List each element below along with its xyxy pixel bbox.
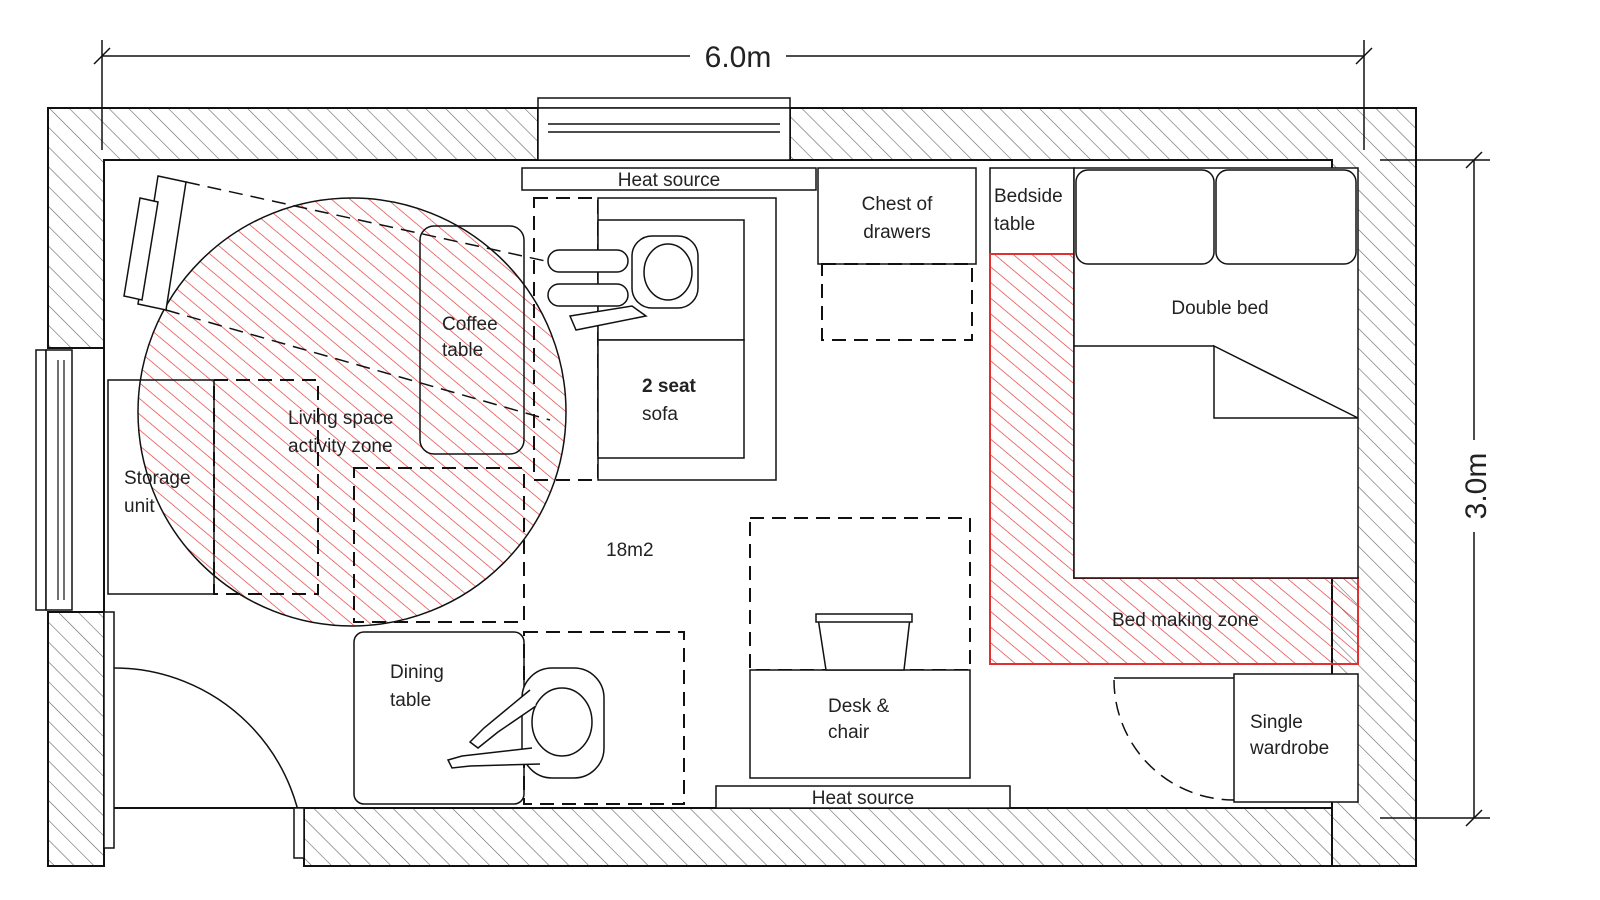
living-zone-circle [137, 197, 567, 627]
svg-text:unit: unit [124, 496, 155, 517]
person-at-dining-table-icon [446, 667, 605, 779]
wall-bottom [303, 807, 1333, 867]
width-label: 6.0m [705, 41, 772, 74]
svg-text:table: table [994, 214, 1035, 235]
svg-text:wardrobe: wardrobe [1249, 738, 1329, 759]
svg-text:Dining: Dining [390, 662, 444, 683]
svg-text:chair: chair [828, 722, 870, 743]
dimension-width: 6.0m [93, 40, 1373, 150]
desk-chair-icon [817, 617, 911, 671]
svg-text:Storage: Storage [124, 468, 191, 489]
svg-text:activity zone: activity zone [288, 436, 393, 457]
svg-text:Heat source: Heat source [812, 788, 914, 809]
person-on-sofa-icon [547, 235, 699, 331]
window-top [537, 97, 791, 161]
svg-text:Double bed: Double bed [1171, 298, 1268, 319]
svg-text:Heat source: Heat source [618, 170, 720, 191]
single-wardrobe: Single wardrobe [1113, 673, 1359, 803]
wall-left-lower [47, 611, 105, 867]
svg-text:table: table [390, 690, 431, 711]
chest-of-drawers: Chest of drawers [817, 167, 977, 341]
svg-text:Single: Single [1250, 712, 1303, 733]
svg-text:Chest of: Chest of [862, 194, 933, 215]
tv-unit [123, 175, 551, 421]
bed-making-zone-label: Bed making zone [1112, 610, 1259, 631]
svg-text:Living space: Living space [288, 408, 394, 429]
dimension-height: 3.0m [1380, 151, 1493, 827]
heat-source-top: Heat source [521, 167, 817, 191]
svg-text:Coffee: Coffee [442, 314, 498, 335]
area-label: 18m2 [606, 540, 654, 561]
height-label: 3.0m [1460, 453, 1493, 520]
svg-text:drawers: drawers [863, 222, 931, 243]
svg-text:sofa: sofa [642, 404, 678, 425]
svg-text:table: table [442, 340, 483, 361]
svg-text:Bedside: Bedside [994, 186, 1063, 207]
entrance-door [103, 611, 305, 859]
living-zone-label: Living space activity zone [288, 408, 394, 457]
window-left [35, 349, 73, 611]
svg-text:Desk &: Desk & [828, 696, 890, 717]
desk-and-chair: Desk & chair [749, 517, 971, 779]
bedside-table: Bedside table [989, 167, 1075, 255]
double-bed: Double bed [1073, 167, 1359, 579]
coffee-table: Coffee table [419, 225, 525, 455]
heat-source-bottom: Heat source [715, 785, 1011, 809]
storage-unit: Storage unit [107, 379, 319, 595]
svg-text:2 seat: 2 seat [642, 376, 697, 397]
